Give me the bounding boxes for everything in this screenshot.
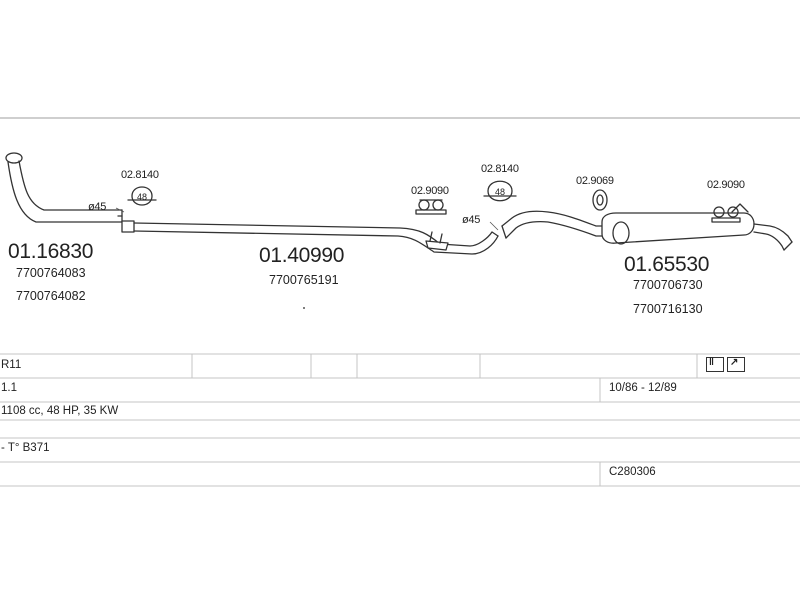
middle-pipe-number: 01.40990: [259, 244, 345, 267]
leader-d1: [115, 207, 125, 213]
clamp-2-size: 48: [495, 187, 505, 197]
rubber-mount-1: [415, 199, 447, 215]
dot-mark: [303, 307, 305, 309]
middle-pipe: [121, 220, 499, 255]
document-arrow-icon[interactable]: ↗: [727, 357, 745, 372]
diameter-label-2: ø45: [462, 214, 481, 226]
front-pipe-oem-1: 7700764083: [16, 266, 86, 280]
rubber-mount-2: [711, 206, 741, 223]
rubber-mount-1-label: 02.9090: [411, 185, 449, 197]
rubber-mount-2-label: 02.9090: [707, 179, 745, 191]
front-pipe: [5, 152, 123, 223]
front-pipe-number: 01.16830: [8, 240, 94, 263]
mount-label: 02.9069: [576, 175, 614, 187]
front-pipe-oem-2: 7700764082: [16, 289, 86, 303]
table-engine: 1.1: [1, 382, 17, 394]
table-code: - T° B371: [1, 442, 50, 454]
rear-silencer-oem-1: 7700706730: [633, 278, 703, 292]
rear-silencer: [501, 203, 793, 251]
clamp-2-label: 02.8140: [481, 163, 519, 175]
leader-d2: [489, 221, 499, 231]
clamp-1-size: 48: [137, 192, 147, 202]
rear-silencer-number: 01.65530: [624, 253, 710, 276]
table-model: R11: [1, 359, 22, 371]
clamp-1: [127, 186, 157, 206]
rear-silencer-oem-2: 7700716130: [633, 302, 703, 316]
document-icon[interactable]: ǁ: [706, 357, 724, 372]
middle-pipe-oem-1: 7700765191: [269, 273, 339, 287]
table-dates: 10/86 - 12/89: [609, 382, 677, 394]
table-ref: C280306: [609, 466, 656, 478]
clamp-1-label: 02.8140: [121, 169, 159, 181]
mount: [592, 189, 608, 211]
table-spec: 1108 cc, 48 HP, 35 KW: [1, 405, 119, 417]
diameter-label-1: ø45: [88, 201, 107, 213]
clamp-2: [483, 180, 517, 202]
